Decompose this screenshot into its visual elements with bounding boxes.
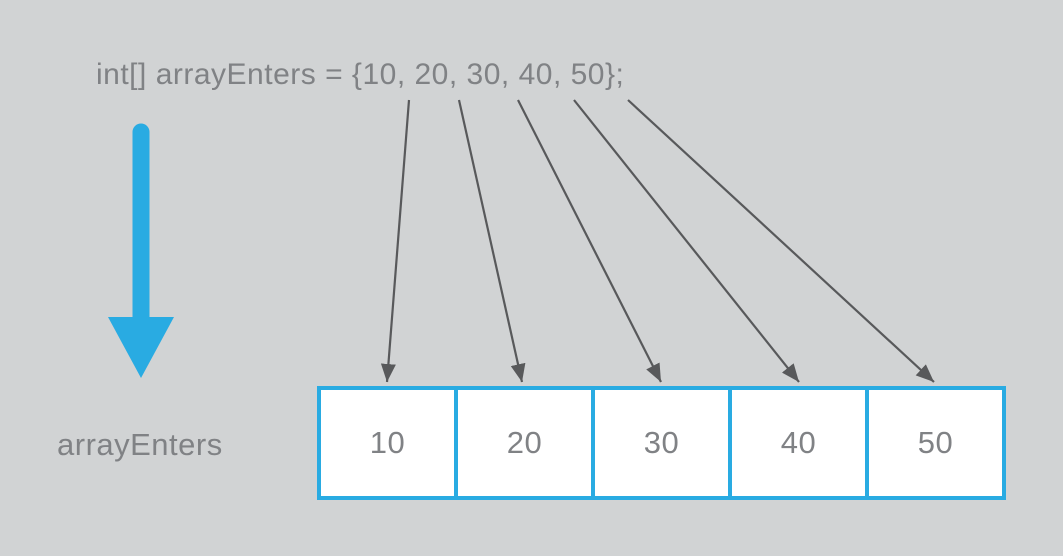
array-cell-0: 10	[321, 390, 458, 496]
array-cell-1: 20	[458, 390, 595, 496]
array-cell-3: 40	[732, 390, 869, 496]
value-to-cell-arrow-2	[517, 99, 662, 383]
value-to-cell-arrow-1	[457, 99, 526, 383]
value-to-cell-arrow-4	[627, 99, 935, 383]
value-to-cell-arrows	[380, 99, 935, 383]
value-to-cell-arrow-3	[573, 99, 800, 383]
value-to-cell-arrow-0	[380, 99, 411, 383]
down-arrow-icon	[108, 123, 174, 378]
array-declaration-code: int[] arrayEnters = {10, 20, 30, 40, 50}…	[96, 58, 625, 91]
array-name-label: arrayEnters	[57, 427, 223, 462]
array-cell-2: 30	[595, 390, 732, 496]
array-cell-4: 50	[869, 390, 1002, 496]
